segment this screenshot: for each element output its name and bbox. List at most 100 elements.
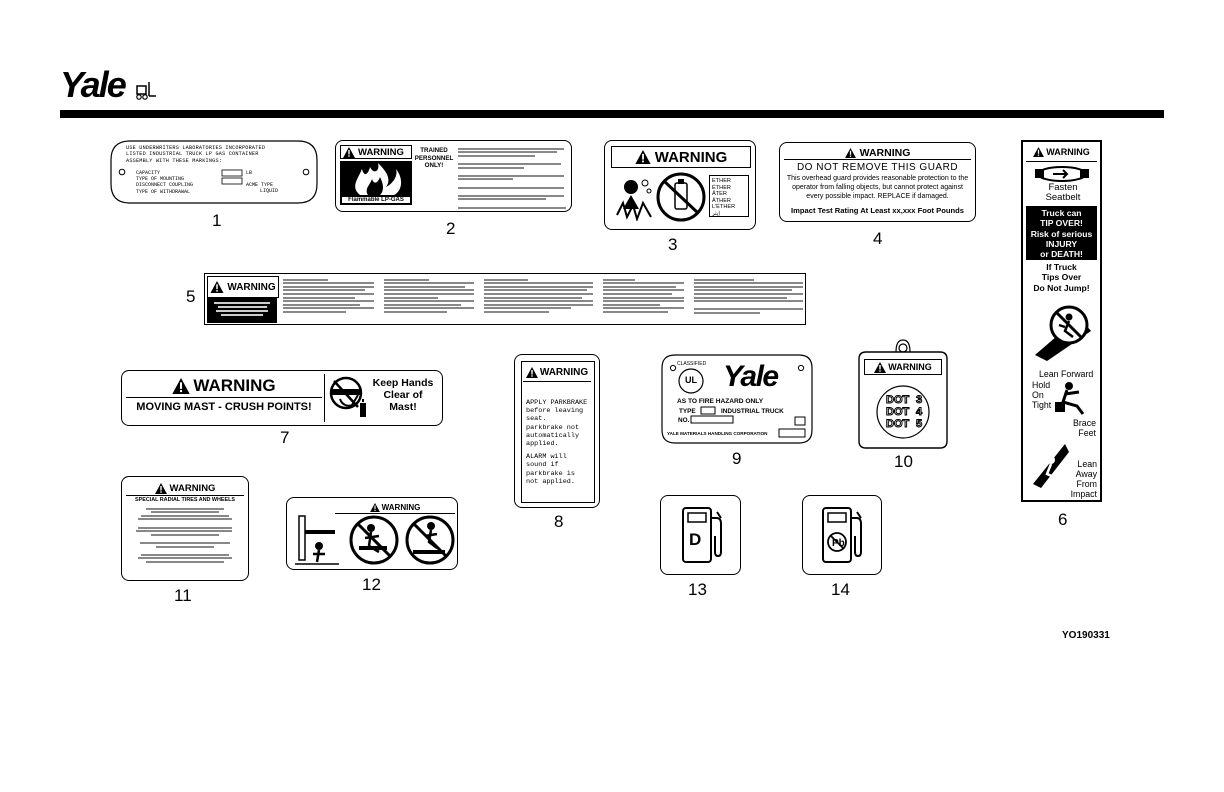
park-line-1: APPLY PARKBRAKE	[526, 399, 588, 407]
decal-8-parkbrake: WARNING APPLY PARKBRAKE before leaving s…	[514, 354, 600, 508]
decal-2-warning: WARNING	[358, 146, 404, 158]
decal-9-number: 9	[732, 449, 742, 468]
decal-9-brand: Yale	[723, 360, 779, 393]
decal-8-number: 8	[554, 512, 564, 531]
decal-4-rating: Impact Test Rating At Least xx,xxx Foot …	[791, 206, 964, 215]
ul-acme: ACME TYPE	[246, 182, 274, 188]
warning-triangle-icon	[1033, 147, 1045, 157]
decal-7-warning: WARNING	[193, 376, 276, 395]
keep-line-2: Clear of	[383, 389, 423, 401]
dot-num-2: 4	[915, 406, 923, 419]
forklift-icon	[136, 82, 156, 100]
ul-field-mounting: TYPE OF MOUNTING	[136, 176, 185, 183]
hold-line-1: Hold	[1032, 380, 1051, 390]
decal-6-fasten: Fasten Seatbelt	[1045, 182, 1081, 203]
warning-triangle-icon	[154, 482, 167, 494]
away-line-4: Impact	[1070, 489, 1097, 499]
decal-3-ether: WARNING ETHER ÉTHER ÄTER ÄTHER L'ÉTHER إ…	[604, 140, 756, 230]
decal-12-number: 12	[362, 575, 381, 594]
lean-away-icon	[1033, 444, 1069, 488]
decal-9-corp: YALE MATERIALS HANDLING CORPORATION	[667, 431, 768, 436]
decal-14-number: 14	[831, 580, 850, 599]
tip-line-4: INJURY	[1045, 238, 1078, 249]
decal-2-number: 2	[446, 219, 456, 238]
ether-word-1: ETHER	[712, 178, 731, 184]
decal-14-unleaded: Pb	[802, 495, 882, 575]
decal-6-lean: Lean Forward	[1039, 369, 1094, 379]
no-lifting-people-icon	[405, 515, 455, 565]
away-line-2: Away	[1075, 469, 1097, 479]
dot-line-2: DOT	[885, 406, 910, 419]
decal-9-ul: UL	[685, 375, 697, 385]
decal-7-number: 7	[280, 428, 290, 447]
warning-triangle-icon	[369, 502, 380, 512]
header-rule	[60, 110, 1164, 118]
jump-line-3: Do Not Jump!	[1033, 282, 1090, 293]
dot-num-1: 3	[915, 394, 923, 407]
hold-line-2: On	[1032, 390, 1044, 400]
decal-9-ul-classified-plate: CLASSIFIED UL Yale AS TO FIRE HAZARD ONL…	[661, 354, 813, 444]
decal-6-number: 6	[1058, 510, 1068, 529]
warning-triangle-icon	[525, 367, 538, 378]
decal-4-title: DO NOT REMOVE THIS GUARD	[796, 162, 959, 173]
flame-icon	[355, 163, 402, 195]
decal-1-ul-plate: USE UNDERWRITERS LABORATORIES INCORPORAT…	[110, 140, 318, 204]
decal-8-warning: WARNING	[539, 367, 589, 378]
ether-word-6: إيثر	[712, 210, 720, 217]
tip-line-2: TIP OVER!	[1040, 218, 1083, 229]
decal-11-number: 11	[174, 586, 192, 605]
ul-unit: LB	[246, 170, 253, 176]
brace-line-1: Brace	[1073, 418, 1096, 428]
ether-word-3: ÄTER	[712, 191, 727, 198]
ether-word-5: L'ÉTHER	[712, 204, 736, 211]
crush-under-mast-icon	[295, 515, 339, 565]
decal-10-warning: WARNING	[888, 362, 932, 372]
ether-word-2: ÉTHER	[712, 184, 731, 191]
alarm-line-1: ALARM will	[526, 453, 567, 462]
decal-4-number: 4	[873, 229, 883, 248]
brand-wordmark: Yale	[60, 64, 127, 105]
decal-9-type: TYPE	[679, 408, 696, 415]
decal-4-body: This overhead guard provides reasonable …	[786, 175, 969, 200]
away-line-1: Lean	[1077, 459, 1097, 469]
no-riders-icon	[349, 515, 399, 565]
dot-line-3: DOT	[885, 418, 910, 431]
decal-4-overhead-guard: WARNING DO NOT REMOVE THIS GUARD This ov…	[779, 142, 976, 222]
dot-num-3: 5	[915, 418, 923, 431]
decal-10-number: 10	[894, 452, 913, 471]
decal-6-warning: WARNING	[1046, 147, 1090, 157]
warning-triangle-icon	[210, 281, 224, 293]
decal-11-radial-tires: WARNING SPECIAL RADIAL TIRES AND WHEELS	[121, 476, 249, 581]
decal-11-title: SPECIAL RADIAL TIRES AND WHEELS	[135, 497, 235, 503]
decal-7-mast-text: MOVING MAST - CRUSH POINTS!	[136, 401, 312, 413]
decal-5-number: 5	[186, 287, 196, 306]
decal-3-warning: WARNING	[654, 148, 728, 166]
decal-12-warning: WARNING	[381, 502, 421, 512]
ul-field-capacity: CAPACITY	[136, 170, 161, 176]
decal-5-warning: WARNING	[227, 281, 276, 293]
warning-triangle-icon	[343, 146, 355, 158]
decal-2-trained: TRAINED PERSONNEL ONLY!	[414, 147, 454, 169]
decal-9-hazard: AS TO FIRE HAZARD ONLY	[677, 398, 764, 405]
decal-3-number: 3	[668, 235, 678, 254]
flame-caption: Flammable LP-GAS	[342, 197, 410, 203]
ul-liquid: LIQUID	[260, 188, 279, 194]
decal-9-truck: INDUSTRIAL TRUCK	[721, 408, 784, 415]
decal-13-diesel: D	[660, 495, 741, 575]
alarm-line-2: sound if	[526, 461, 559, 470]
alarm-line-3: parkbrake is	[526, 469, 575, 478]
decal-11-warning: WARNING	[169, 482, 216, 494]
brace-line-2: Feet	[1078, 428, 1096, 438]
flame-panel: Flammable LP-GAS	[340, 161, 412, 205]
no-lead-pump-icon: Pb	[822, 507, 862, 563]
decal-4-warning: WARNING	[859, 147, 911, 159]
diesel-letter: D	[689, 530, 702, 549]
decal-9-no: NO.	[678, 417, 690, 424]
ul-field-withdrawal: TYPE OF WITHDRAWAL	[136, 188, 191, 195]
ul-field-coupling: DISCONNECT COUPLING	[136, 182, 194, 189]
ul-line-2: LISTED INDUSTRIAL TRUCK LP GAS CONTAINER	[126, 151, 259, 158]
decal-5-operating-rules: WARNING	[204, 273, 806, 325]
explosion-icon	[616, 179, 652, 221]
park-line-5: automatically	[526, 431, 580, 440]
decal-6-tipover: WARNING Fasten Seatbelt Truck can TIP OV…	[1021, 140, 1102, 502]
